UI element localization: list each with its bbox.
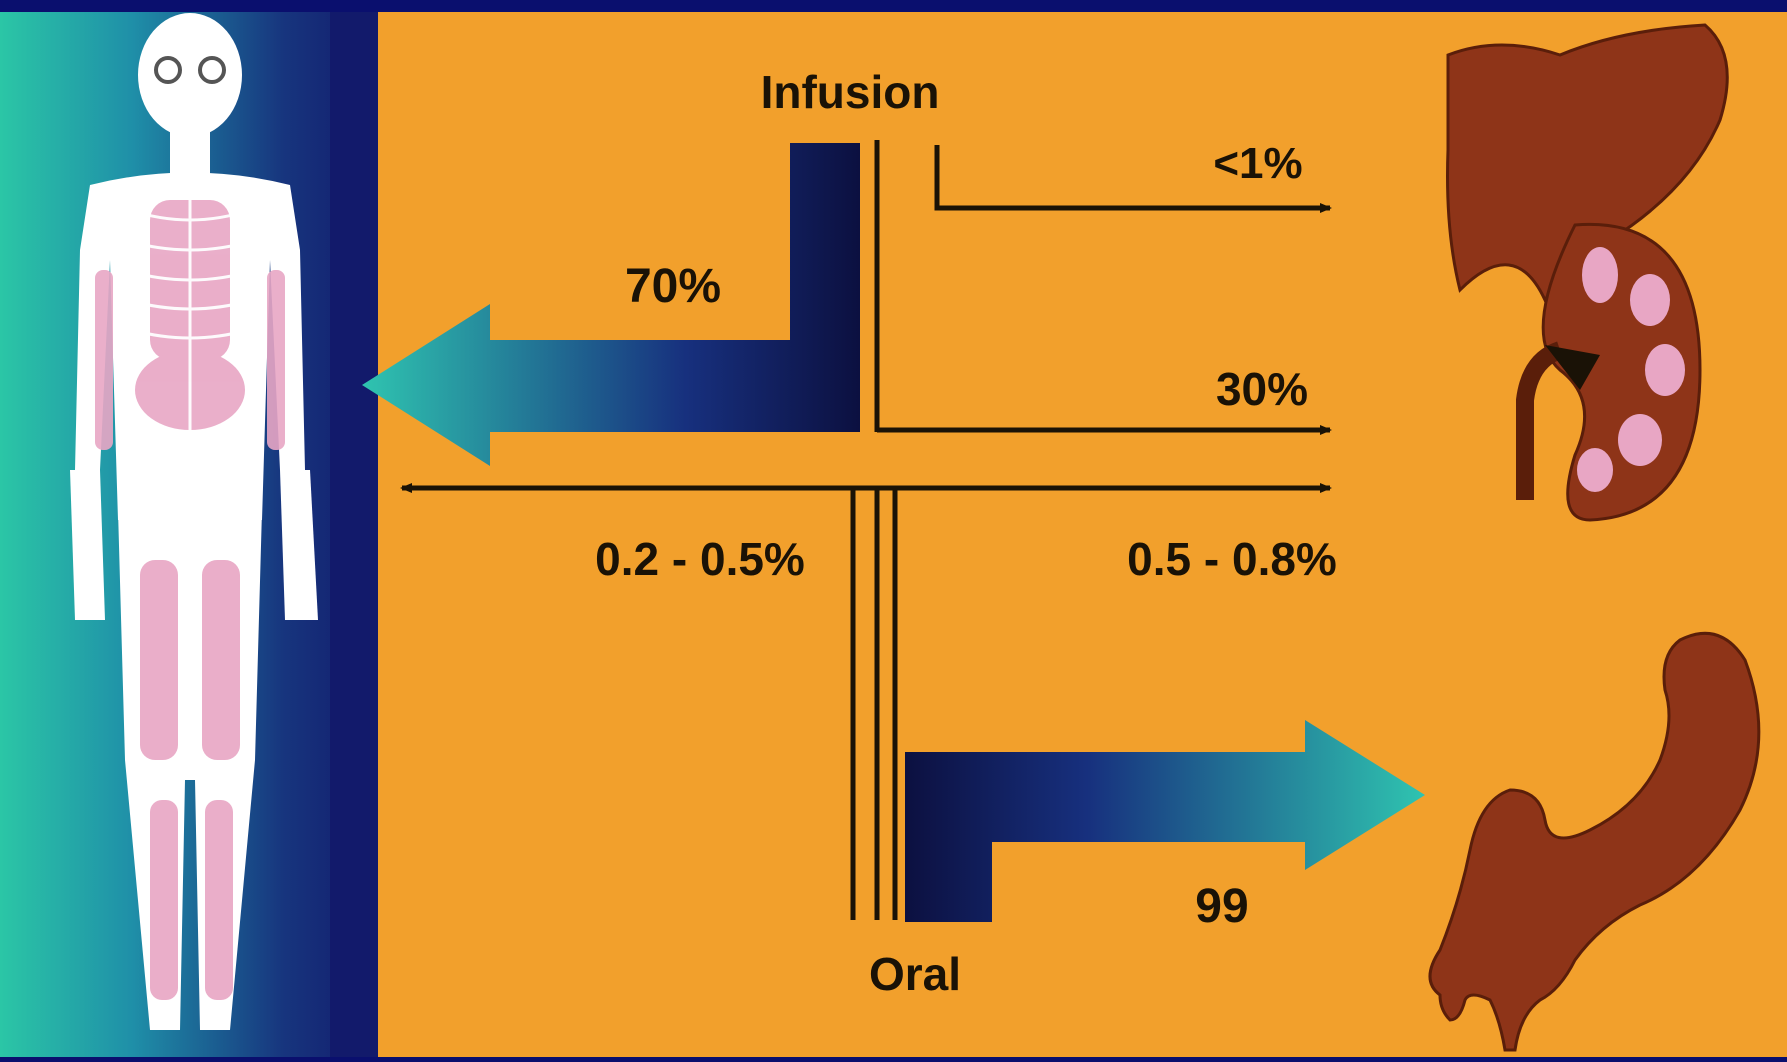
human-body-icon xyxy=(70,13,318,1030)
liver-percentage: <1% xyxy=(1213,139,1302,188)
tissue-distribution-arrow xyxy=(362,143,860,466)
tissue-percentage: 70% xyxy=(625,260,721,313)
kidney-percentage: 30% xyxy=(1216,363,1308,415)
oral-label: Oral xyxy=(869,948,961,1000)
kidney-icon xyxy=(1516,222,1702,522)
left-exchange-percentage: 0.2 - 0.5% xyxy=(595,533,805,585)
fecal-excretion-arrow xyxy=(905,720,1425,922)
large-intestine-icon xyxy=(1428,631,1761,1052)
liver-arrow xyxy=(934,145,1332,213)
infusion-label: Infusion xyxy=(761,66,940,118)
feces-percentage: 99 xyxy=(1195,880,1248,933)
liver-icon xyxy=(1446,23,1729,304)
central-channel xyxy=(850,140,898,920)
right-exchange-percentage: 0.5 - 0.8% xyxy=(1127,533,1337,585)
body-panel xyxy=(0,12,378,1057)
